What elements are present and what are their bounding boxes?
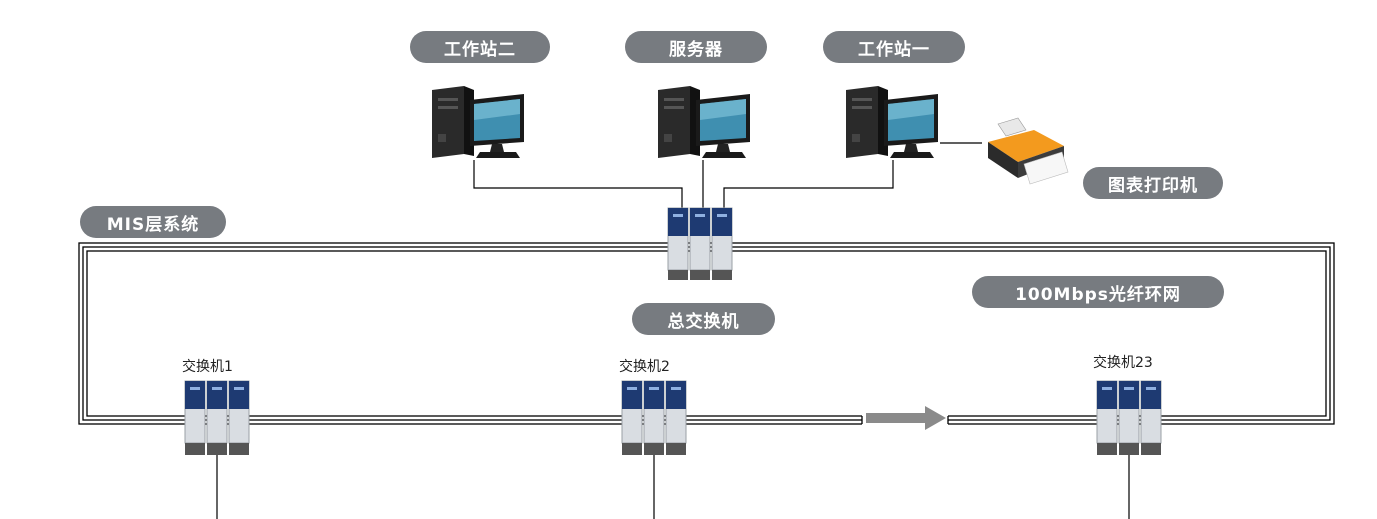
printer-icon [988, 117, 1069, 185]
workstation-2-label: 工作站二 [410, 31, 550, 63]
fiber-network-label: 100Mbps光纤环网 [972, 276, 1224, 308]
switch-2-icon [621, 380, 687, 455]
switch-2-label: 交换机2 [619, 359, 670, 375]
ws2-link [473, 160, 683, 214]
workstation-2-computer-icon [432, 86, 524, 158]
server-computer-icon [658, 86, 750, 158]
printer-label: 图表打印机 [1083, 167, 1223, 199]
switch-23-icon [1096, 380, 1162, 455]
core-switch-icon [667, 207, 733, 280]
workstation-1-computer-icon [846, 86, 938, 158]
ws1-link [723, 160, 894, 214]
server-label: 服务器 [625, 31, 767, 63]
core-switch-label: 总交换机 [632, 303, 775, 335]
direction-arrow [866, 406, 946, 430]
switch-23-label: 交换机23 [1093, 355, 1153, 371]
mis-layer-label: MIS层系统 [80, 206, 226, 238]
workstation-1-label: 工作站一 [823, 31, 965, 63]
switch-1-label: 交换机1 [182, 359, 233, 375]
switch-1-icon [184, 380, 250, 455]
